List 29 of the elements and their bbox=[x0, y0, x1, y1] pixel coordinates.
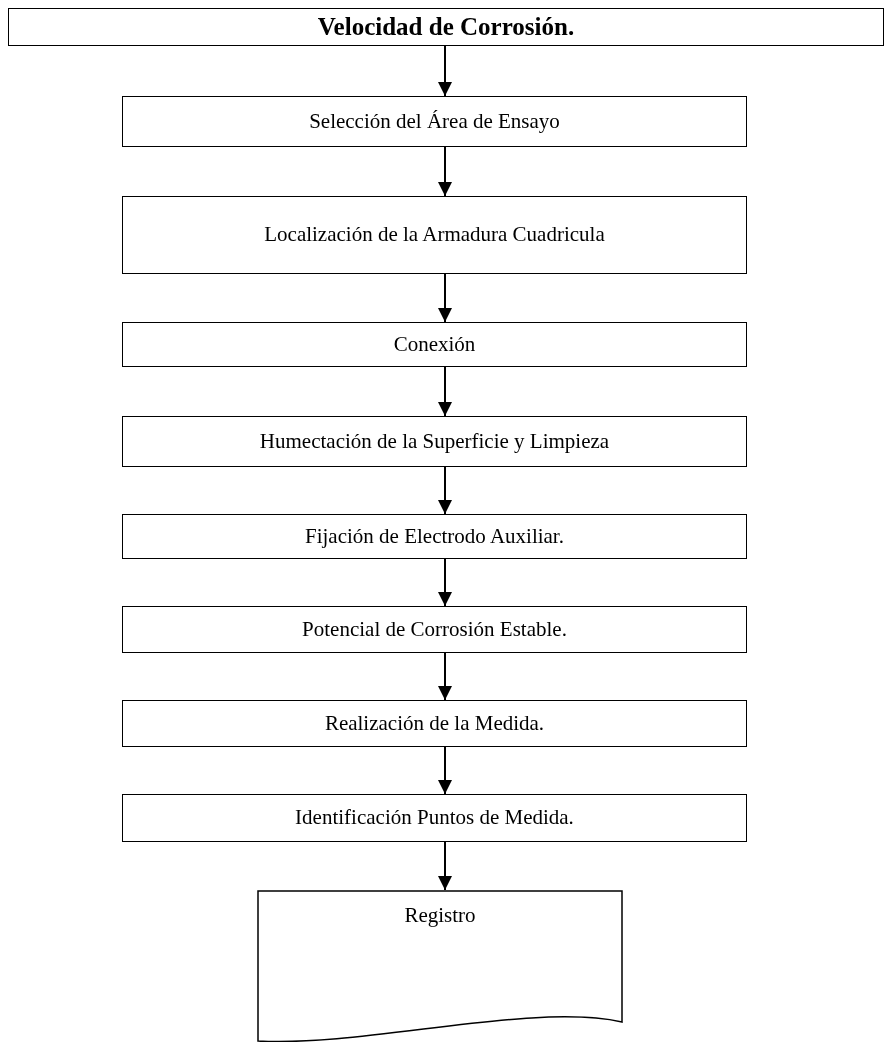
step-label: Localización de la Armadura Cuadricula bbox=[264, 221, 605, 249]
process-box bbox=[122, 322, 747, 367]
arrow bbox=[438, 45, 452, 97]
step-label: Realización de la Medida. bbox=[324, 709, 545, 737]
step-label: Fijación de Electrodo Auxiliar. bbox=[305, 522, 564, 550]
arrow bbox=[438, 273, 452, 323]
document-shape bbox=[257, 890, 623, 1042]
arrow bbox=[438, 841, 452, 891]
title-box bbox=[8, 8, 884, 46]
step-label: Humectación de la Superficie y Limpieza bbox=[259, 427, 610, 455]
step-label: Registro bbox=[404, 902, 476, 929]
process-box bbox=[122, 514, 747, 559]
arrow bbox=[438, 652, 452, 701]
step-label: Identificación Puntos de Medida. bbox=[295, 804, 574, 832]
process-box bbox=[122, 794, 747, 842]
step-label: Selección del Área de Ensayo bbox=[309, 107, 560, 135]
arrow bbox=[438, 366, 452, 417]
arrow bbox=[438, 466, 452, 515]
title-text: Velocidad de Corrosión. bbox=[317, 11, 575, 42]
step-label: Conexión bbox=[393, 330, 476, 358]
arrow bbox=[438, 558, 452, 607]
arrow bbox=[438, 146, 452, 197]
process-box bbox=[122, 196, 747, 274]
process-box bbox=[122, 416, 747, 467]
step-label: Potencial de Corrosión Estable. bbox=[302, 615, 567, 643]
arrow bbox=[438, 746, 452, 795]
process-box bbox=[122, 700, 747, 747]
process-box bbox=[122, 96, 747, 147]
process-box bbox=[122, 606, 747, 653]
